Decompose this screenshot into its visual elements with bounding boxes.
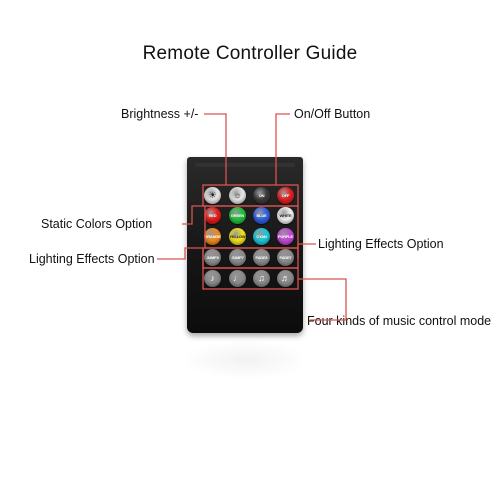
brightness-down-button[interactable]: ☼ — [229, 187, 246, 204]
fade7-button[interactable]: FADE7 — [277, 249, 294, 266]
label-brightness: Brightness +/- — [121, 107, 199, 121]
fade3-button[interactable]: FADE3 — [253, 249, 270, 266]
label-music-mode: Four kinds of music control mode — [307, 314, 492, 328]
music-mode-3-button[interactable]: ♫ — [253, 270, 270, 287]
music-mode-4-button[interactable]: ♬ — [277, 270, 294, 287]
brightness-up-icon: ☀ — [208, 190, 217, 200]
color-cyan-button[interactable]: CYAN — [253, 228, 270, 245]
remote-controller: ☀ ☼ ON OFF RED GREEN BLUE WHITE ORANGE Y… — [187, 157, 303, 333]
off-button[interactable]: OFF — [277, 187, 294, 204]
color-green-button[interactable]: GREEN — [229, 207, 246, 224]
brightness-up-button[interactable]: ☀ — [204, 187, 221, 204]
music-note-icon: ♬ — [281, 273, 290, 283]
music-mode-1-button[interactable]: ♪ — [204, 270, 221, 287]
color-yellow-button[interactable]: YELLOW — [229, 228, 246, 245]
music-mode-2-button[interactable]: ♩ — [229, 270, 246, 287]
color-purple-button[interactable]: PURPLE — [277, 228, 294, 245]
label-lighting-effects-left: Lighting Effects Option — [29, 252, 155, 266]
color-white-button[interactable]: WHITE — [277, 207, 294, 224]
color-orange-button[interactable]: ORANGE — [204, 228, 221, 245]
music-note-icon: ♪ — [210, 273, 215, 283]
on-button[interactable]: ON — [253, 187, 270, 204]
jump7-button[interactable]: JUMP7 — [229, 249, 246, 266]
diagram-title: Remote Controller Guide — [142, 43, 358, 64]
music-note-icon: ♫ — [258, 273, 265, 283]
label-onoff: On/Off Button — [294, 107, 371, 121]
music-note-icon: ♩ — [233, 273, 242, 283]
label-static-colors: Static Colors Option — [41, 217, 153, 231]
color-blue-button[interactable]: BLUE — [253, 207, 270, 224]
brightness-down-icon: ☼ — [233, 190, 242, 200]
label-lighting-effects-right: Lighting Effects Option — [318, 237, 444, 251]
remote-reflection — [180, 340, 310, 380]
color-red-button[interactable]: RED — [204, 207, 221, 224]
jump3-button[interactable]: JUMP3 — [204, 249, 221, 266]
